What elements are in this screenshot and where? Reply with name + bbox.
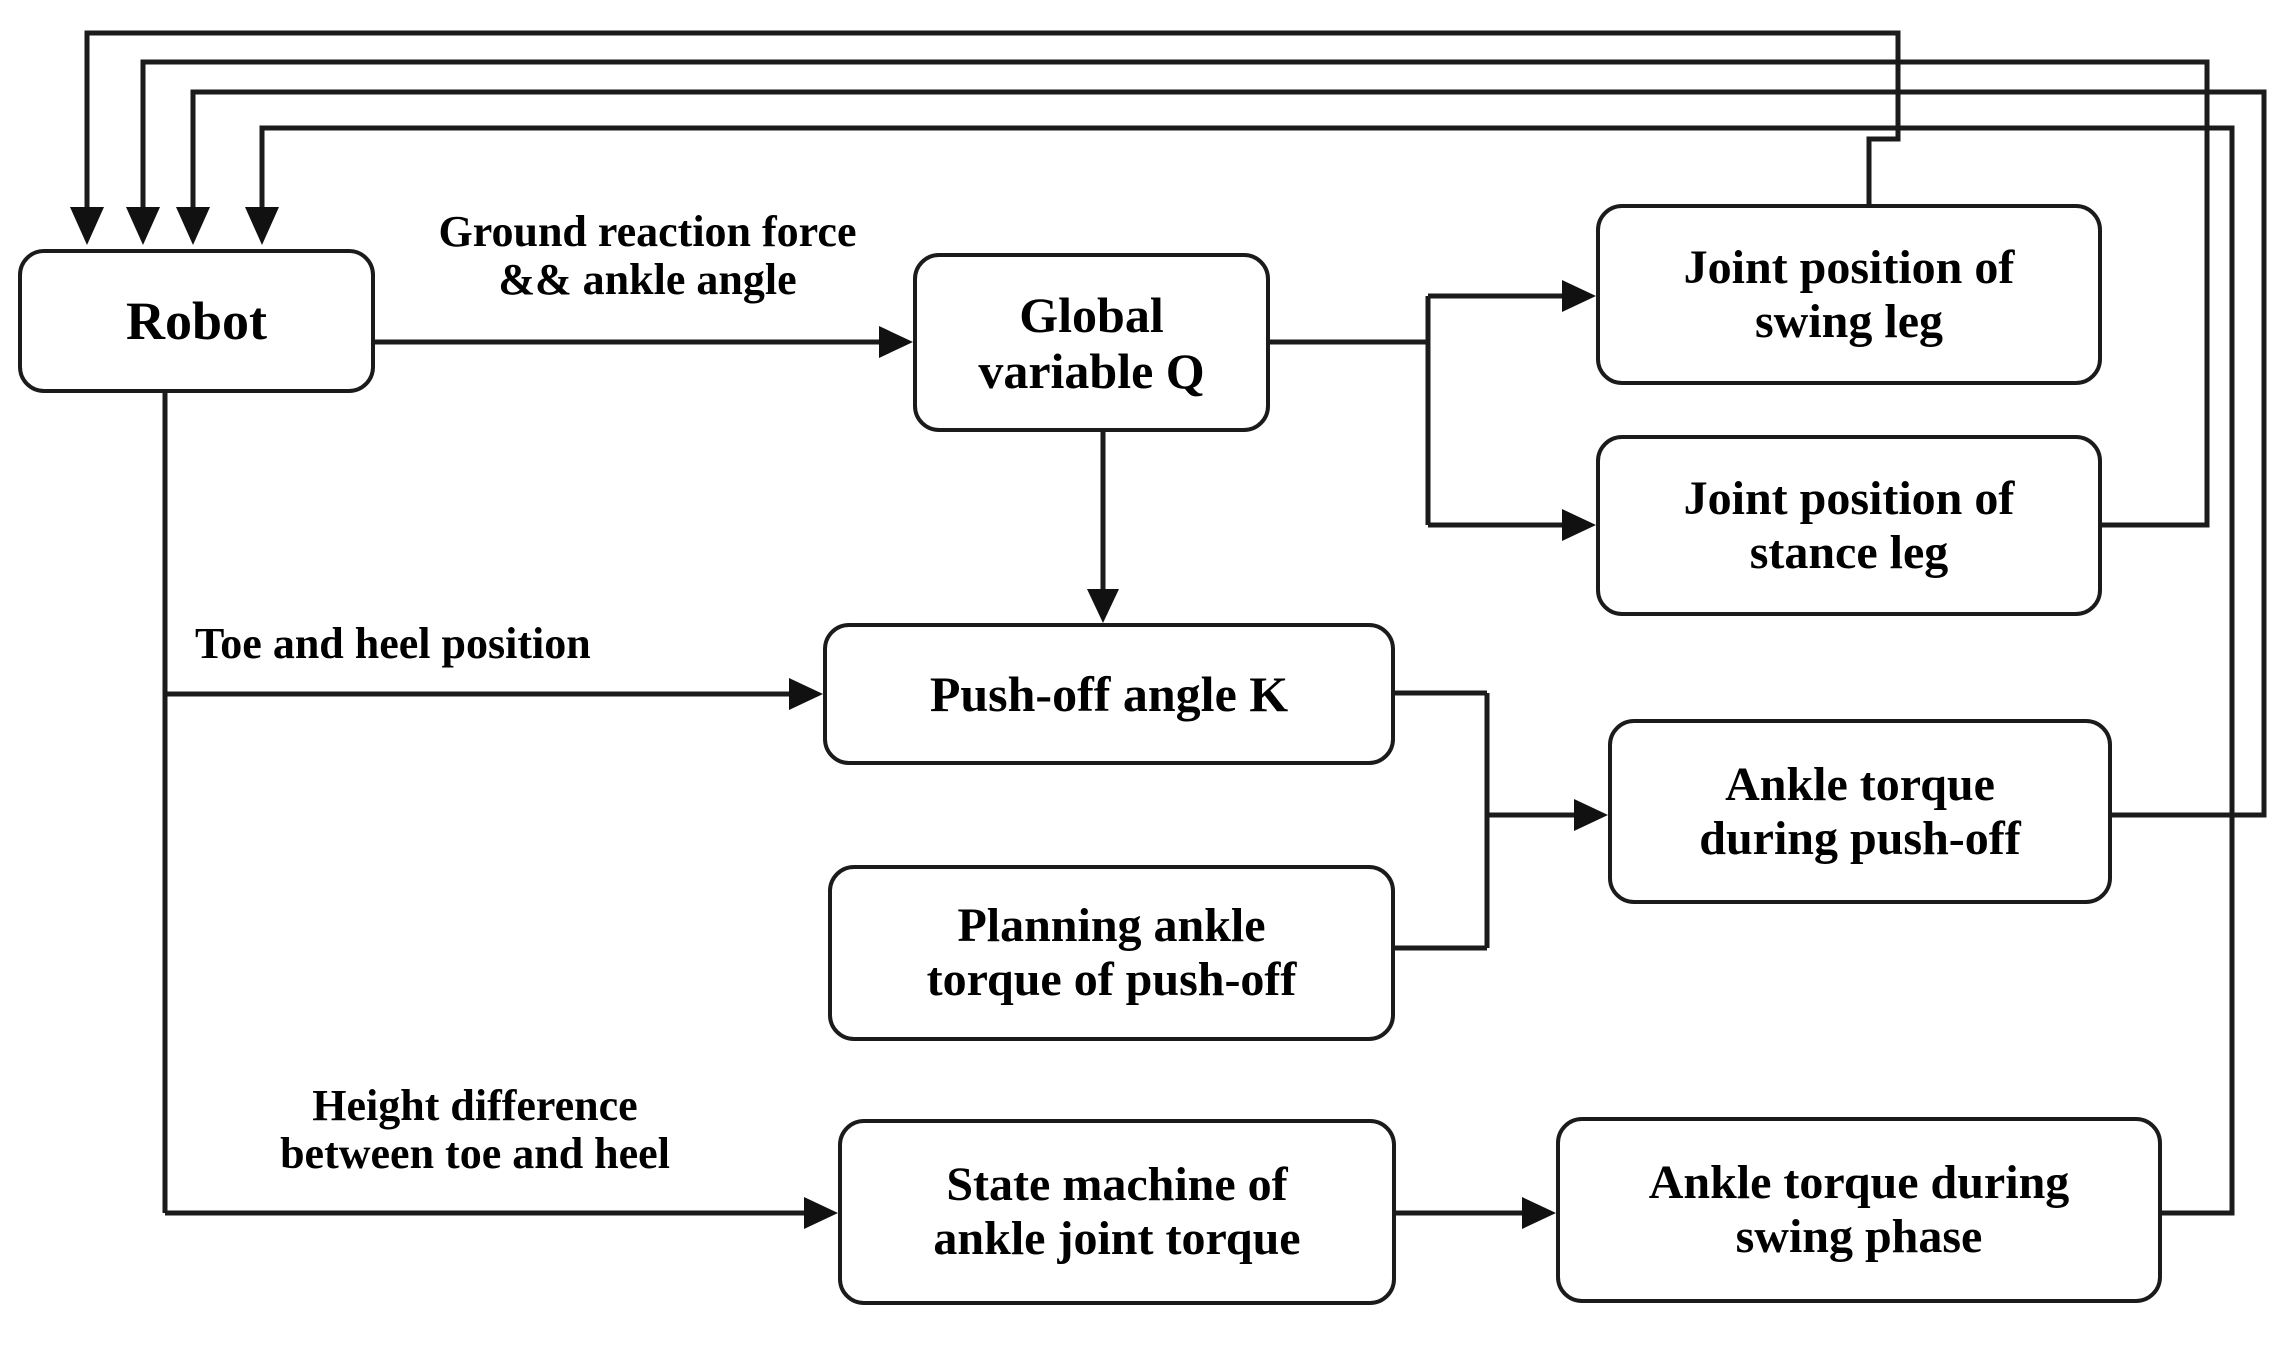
feedback-ankleswing-to-robot [259, 125, 2235, 1216]
node-state-machine-ankle-joint-torque[interactable]: State machine of ankle joint torque [838, 1119, 1396, 1305]
node-joint-position-stance-leg[interactable]: Joint position of stance leg [1596, 435, 2102, 616]
arrowhead-statemachine-to-ankleswing [1522, 1197, 1556, 1229]
arrowhead-feedback-ankleswing [245, 207, 279, 245]
arrowhead-branch-to-swing [1562, 280, 1596, 312]
arrowhead-merge-to-anklepushoff [1574, 799, 1608, 831]
node-planning-ankle-torque[interactable]: Planning ankle torque of push-off [828, 865, 1395, 1041]
feedback-anklepushoff-to-robot [190, 89, 2267, 818]
feedback-swing-to-robot [84, 30, 1901, 212]
arrowhead-feedback-stance [126, 207, 160, 245]
arrowhead-heightdiff-to-statemachine [804, 1197, 838, 1229]
node-robot[interactable]: Robot [18, 249, 375, 393]
edge-label-height-difference: Height difference between toe and heel [280, 1081, 670, 1179]
node-joint-position-swing-leg[interactable]: Joint position of swing leg [1596, 204, 2102, 385]
feedback-stance-to-robot [140, 59, 2210, 528]
node-ankle-torque-swing-phase[interactable]: Ankle torque during swing phase [1556, 1117, 2162, 1303]
arrowhead-feedback-anklepushoff [176, 207, 210, 245]
arrowhead-feedback-swing [70, 207, 104, 245]
node-push-off-angle[interactable]: Push-off angle K [823, 623, 1395, 765]
node-ankle-torque-push-off[interactable]: Ankle torque during push-off [1608, 719, 2112, 904]
arrowhead-branch-to-stance [1562, 509, 1596, 541]
edge-label-ground-reaction-force: Ground reaction force && ankle angle [438, 207, 857, 305]
arrowhead-global-to-pushoff [1087, 589, 1119, 623]
arrowhead-toeheel-to-pushoff [789, 678, 823, 710]
arrowhead-robot-to-global [879, 326, 913, 358]
edge-label-toe-and-heel-position: Toe and heel position [195, 619, 591, 668]
node-global-variable[interactable]: Global variable Q [913, 253, 1270, 432]
